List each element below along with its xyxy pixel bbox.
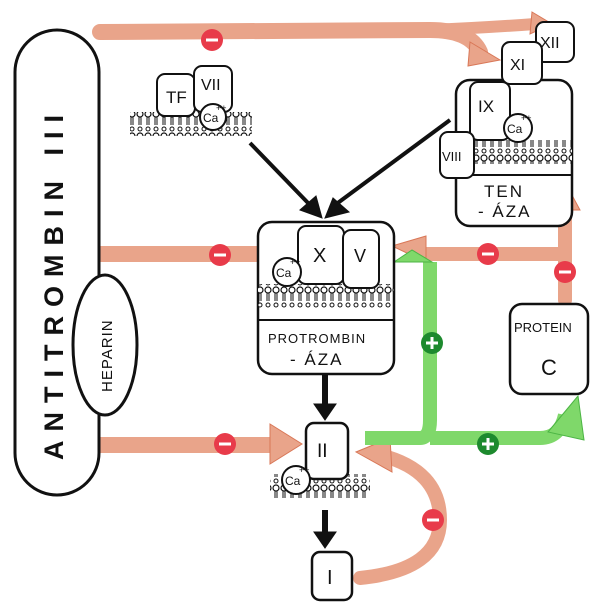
- antithrombin-label: ANTITROMBIN III: [39, 106, 69, 460]
- inhibit-badge-proteinc: [554, 261, 576, 283]
- arrowhead-tenase-to-x: [324, 197, 351, 219]
- ca-charge-thrombin: ++: [299, 465, 310, 475]
- badges: [201, 29, 576, 531]
- inhibition-arrowhead-thrombin: [269, 423, 303, 465]
- activate-badge-va: [421, 332, 443, 354]
- prothrombinase-complex: PROTROMBIN - ÁZA X V Ca ++: [256, 220, 396, 376]
- xii-label: XII: [540, 35, 560, 52]
- ca-circle-tenase: [503, 113, 533, 143]
- tenase-label-line2: - ÁZA: [478, 202, 531, 221]
- arrowhead-tf-to-x: [299, 195, 323, 219]
- arrow-tf-to-x: [248, 141, 312, 207]
- inhibit-badge-feedback: [422, 509, 444, 531]
- activation-arrows: [365, 249, 585, 445]
- x-label: X: [313, 245, 326, 267]
- ca-circle-prothrombinase: [272, 257, 302, 287]
- vii-label: VII: [201, 77, 221, 94]
- activation-arrowhead-proteinc: [547, 394, 585, 441]
- arrowhead-ii: [313, 403, 337, 421]
- ii-box: [304, 421, 350, 481]
- inhibit-badge-top: [201, 29, 223, 51]
- v-box: [342, 229, 380, 289]
- xi-label: XI: [510, 57, 525, 74]
- ii-label: II: [317, 441, 328, 462]
- activation-arrowhead-va: [392, 249, 434, 263]
- v-label: V: [354, 246, 366, 266]
- viii-label: VIII: [442, 149, 462, 164]
- heparin: HEPARIN: [71, 273, 139, 417]
- activate-badge-proteinc: [477, 433, 499, 455]
- ca-label-thrombin: Ca: [285, 474, 301, 488]
- inhibit-badge-middle: [209, 244, 231, 266]
- ca-label-tf: Ca: [203, 111, 219, 125]
- ca-label-prothrombinase: Ca: [276, 266, 292, 280]
- tenase-complex: TEN - ÁZA XII XI IX VIII Ca ++: [439, 21, 575, 228]
- inhibit-badge-va: [477, 243, 499, 265]
- tf-vii-complex: TF VII Ca ++: [130, 65, 252, 136]
- i-label: I: [327, 567, 333, 589]
- viii-box: [439, 131, 475, 179]
- protein-c: PROTEIN C: [508, 302, 590, 396]
- ca-circle-tf: [199, 103, 227, 131]
- tf-label: TF: [166, 88, 187, 107]
- ix-label: IX: [478, 97, 494, 116]
- ca-circle-thrombin: [281, 465, 311, 495]
- xi-box: [501, 41, 543, 85]
- i-box: [310, 550, 354, 602]
- fibrinogen: I: [310, 550, 354, 602]
- heparin-label: HEPARIN: [99, 319, 116, 392]
- inhibit-badge-thrombin: [214, 433, 236, 455]
- thrombin-complex: II Ca ++: [270, 421, 370, 498]
- arrow-tenase-to-x: [333, 118, 452, 207]
- ca-charge-tenase: ++: [521, 113, 532, 123]
- arrowhead-i: [313, 531, 337, 549]
- ca-charge-prothrombinase: ++: [290, 257, 301, 267]
- inhibition-arrow-tenase-top-upper: [424, 18, 541, 36]
- membrane-bilayer-tenase: [456, 140, 572, 164]
- activation-arrow-thrombin-to-va: [365, 262, 437, 445]
- antithrombin-iii: ANTITROMBIN III: [13, 28, 101, 497]
- protein-c-label-line1: PROTEIN: [514, 320, 572, 335]
- ca-label-tenase: Ca: [507, 122, 523, 136]
- prothrombinase-label-line1: PROTROMBIN: [268, 331, 366, 346]
- ca-charge-tf: ++: [216, 103, 227, 113]
- protein-c-label-line2: C: [541, 355, 557, 380]
- prothrombinase-label-line2: - ÁZA: [290, 350, 343, 369]
- protein-c-box: [508, 302, 590, 396]
- inhibition-arrowhead-top: [467, 41, 502, 67]
- activation-arrow-thrombin-to-proteinc: [430, 413, 572, 445]
- ix-box: [469, 81, 511, 141]
- tenase-label-line1: TEN: [484, 182, 524, 201]
- inhibition-arrow-tenase-top: [92, 21, 488, 60]
- black-arrows: [248, 118, 452, 549]
